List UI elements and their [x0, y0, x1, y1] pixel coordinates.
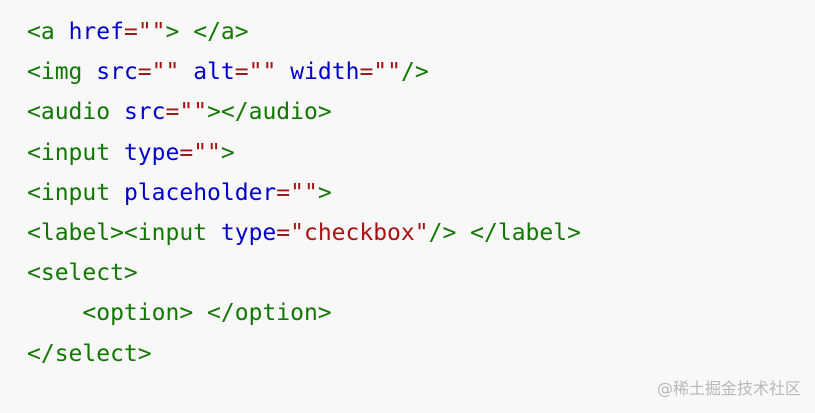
- code-line: <input type="">: [27, 133, 815, 173]
- code-tag-token: >: [317, 179, 332, 206]
- code-attribute-token: type: [220, 219, 277, 246]
- code-tag-token: >: [220, 139, 235, 166]
- code-line: <a href=""> </a>: [27, 12, 815, 52]
- code-operator-token: =: [234, 59, 249, 86]
- code-whitespace: [193, 300, 207, 326]
- code-tag-token: />: [401, 59, 429, 86]
- code-attribute-token: alt: [193, 59, 235, 86]
- code-line: </select>: [27, 334, 815, 374]
- code-string-token: "": [193, 139, 221, 166]
- watermark-text: @稀土掘金技术社区: [656, 379, 801, 398]
- code-whitespace: [110, 99, 124, 125]
- code-attribute-token: placeholder: [123, 179, 277, 206]
- code-whitespace: [110, 180, 124, 206]
- code-whitespace: [456, 220, 470, 246]
- code-tag-token: <input: [27, 139, 111, 166]
- code-string-token: "": [179, 99, 208, 126]
- code-line: <option> </option>: [27, 293, 815, 333]
- code-operator-token: =: [359, 59, 374, 86]
- code-operator-token: =: [165, 99, 180, 126]
- code-whitespace: [110, 140, 124, 166]
- code-whitespace: [179, 19, 193, 45]
- code-tag-token: <label><input: [27, 219, 208, 246]
- code-tag-token: />: [428, 219, 457, 246]
- code-whitespace: [27, 300, 82, 326]
- code-tag-token: ></audio>: [207, 99, 332, 126]
- code-string-token: "": [248, 59, 277, 86]
- code-tag-token: </a>: [193, 19, 249, 45]
- code-whitespace: [55, 19, 69, 45]
- code-tag-token: </option>: [207, 300, 332, 327]
- code-line: <label><input type="checkbox"/> </label>: [27, 213, 815, 253]
- code-string-token: "": [151, 59, 180, 86]
- code-whitespace: [207, 220, 221, 246]
- code-string-token: "": [290, 179, 318, 206]
- code-line: <select>: [27, 253, 815, 293]
- code-operator-token: =: [276, 219, 291, 246]
- code-attribute-token: type: [123, 139, 180, 166]
- code-string-token: "": [373, 59, 401, 86]
- code-operator-token: =: [137, 59, 152, 86]
- code-attribute-token: src: [123, 99, 166, 126]
- code-string-token: "checkbox": [290, 219, 429, 246]
- code-whitespace: [179, 59, 193, 85]
- code-tag-token: <img: [27, 59, 83, 86]
- code-line: <audio src=""></audio>: [27, 92, 815, 132]
- code-tag-token: <select>: [27, 260, 138, 287]
- code-tag-token: <a: [27, 19, 55, 45]
- code-line: <input placeholder="">: [27, 173, 815, 213]
- code-operator-token: =: [276, 179, 291, 206]
- code-tag-token: >: [165, 19, 180, 45]
- code-attribute-token: href: [68, 19, 124, 45]
- code-whitespace: [82, 59, 96, 85]
- code-attribute-token: width: [290, 59, 360, 86]
- code-tag-token: <input: [27, 179, 111, 206]
- code-tag-token: <audio: [27, 99, 111, 126]
- code-lines: <a href=""> </a><img src="" alt="" width…: [27, 12, 815, 374]
- code-whitespace: [276, 59, 290, 85]
- code-operator-token: =: [179, 139, 194, 166]
- code-tag-token: <option>: [82, 300, 194, 327]
- code-tag-token: </label>: [470, 219, 581, 246]
- code-tag-token: </select>: [27, 340, 152, 367]
- code-line: <img src="" alt="" width=""/>: [27, 52, 815, 92]
- code-string-token: "": [137, 19, 166, 45]
- code-operator-token: =: [123, 19, 138, 45]
- code-attribute-token: src: [96, 59, 138, 86]
